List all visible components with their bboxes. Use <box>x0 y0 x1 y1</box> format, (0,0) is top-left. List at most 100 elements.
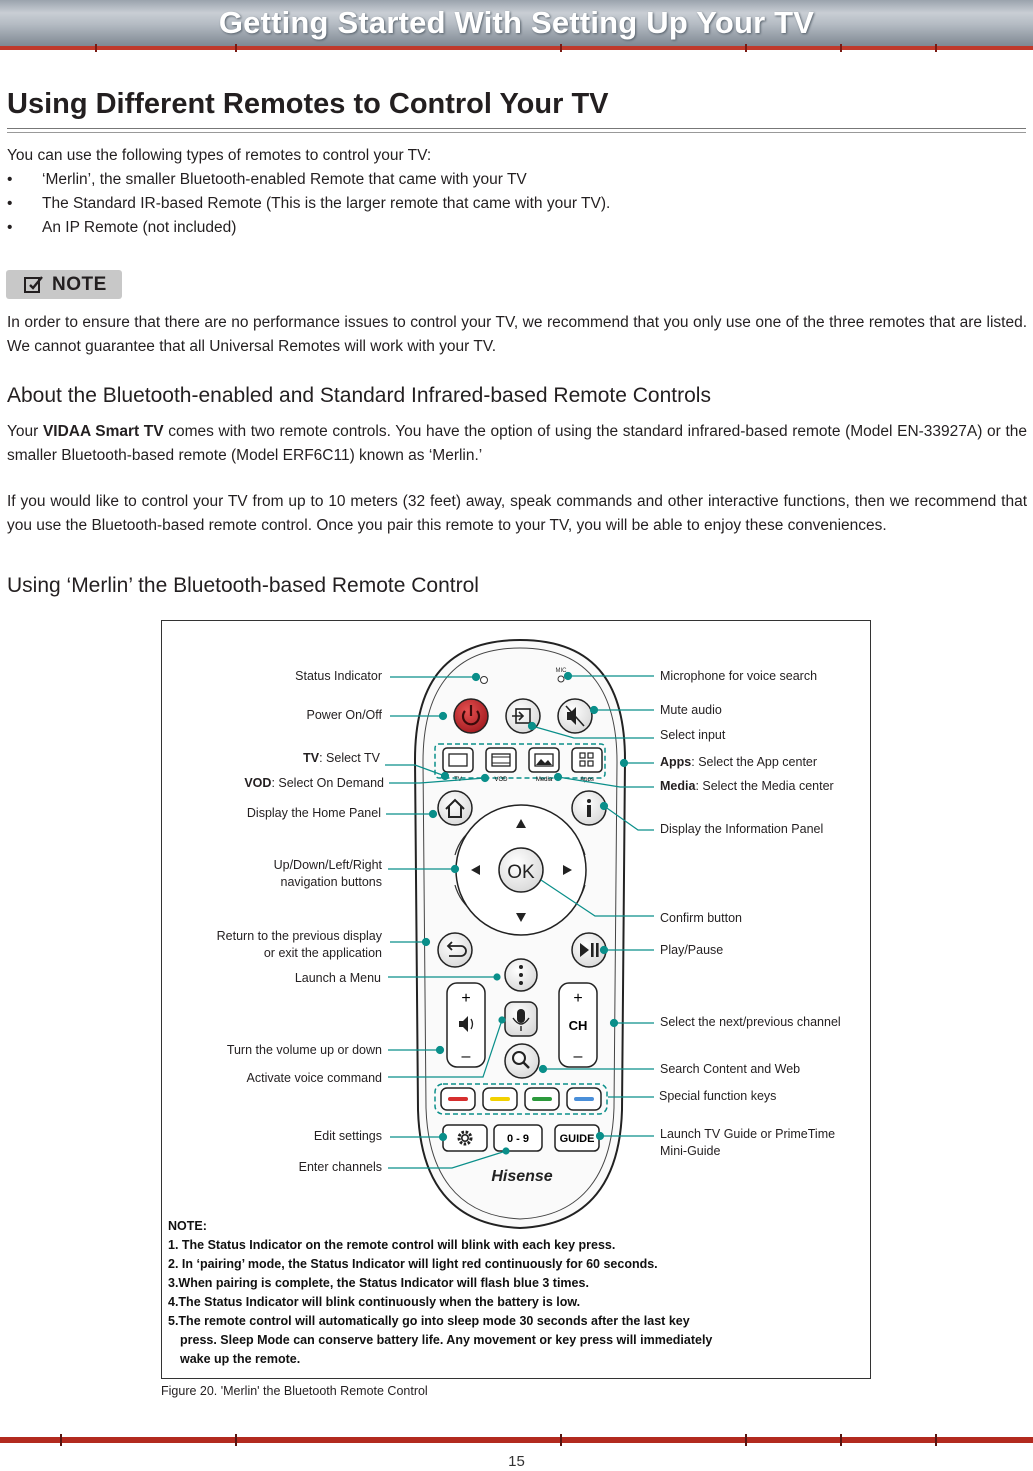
colour-key-red[interactable] <box>440 1087 476 1111</box>
label-status-indicator: Status Indicator <box>295 669 382 683</box>
label-volume: Turn the volume up or down <box>226 1043 382 1057</box>
channel-rocker[interactable]: + CH – <box>558 982 598 1068</box>
label-home: Display the Home Panel <box>246 806 381 820</box>
right-arrow-icon[interactable] <box>563 865 572 875</box>
label-confirm: Confirm button <box>660 911 742 925</box>
channel-down-sign: – <box>574 1048 583 1065</box>
settings-button[interactable] <box>442 1124 488 1152</box>
figure-note-title: NOTE: <box>168 1219 207 1233</box>
remote-figure-frame <box>161 620 871 1379</box>
vod-button[interactable] <box>485 747 517 773</box>
power-icon <box>461 710 481 726</box>
label-return-2: or exit the application <box>263 946 382 960</box>
brand-logo: Hisense <box>491 1168 552 1185</box>
figure-note-item: wake up the remote. <box>180 1352 301 1366</box>
picture-icon <box>534 753 554 767</box>
label-input: Select input <box>660 728 726 742</box>
voice-button[interactable] <box>504 1001 538 1037</box>
label-return-1: Return to the previous display <box>216 929 382 943</box>
label-search: Search Content and Web <box>660 1062 801 1076</box>
about-paragraph-2: If you would like to control your TV fro… <box>7 493 1027 534</box>
mic-label: MIC <box>556 668 568 674</box>
footer-bar <box>0 1437 1033 1443</box>
volume-rocker[interactable]: + – <box>446 982 486 1068</box>
remote-types-list: •‘Merlin’, the smaller Bluetooth-enabled… <box>7 168 610 240</box>
label-enter-channels: Enter channels <box>298 1160 382 1174</box>
label-special-keys: Special function keys <box>659 1089 777 1103</box>
note-label: NOTE <box>52 274 107 295</box>
home-button[interactable] <box>437 790 473 826</box>
colour-key-green[interactable] <box>524 1087 560 1111</box>
vod-key-caption: VOD <box>494 777 508 783</box>
mute-button[interactable] <box>557 698 593 734</box>
return-icon <box>446 941 467 957</box>
label-edit: Edit settings <box>313 1129 382 1143</box>
header-title: Getting Started With Setting Up Your TV <box>218 5 815 40</box>
section-title-rule <box>7 128 1026 129</box>
section-title-rule-2 <box>7 132 1026 133</box>
colour-key-blue[interactable] <box>566 1087 602 1111</box>
label-media: Media: Select the Media center <box>660 779 834 793</box>
label-power: Power On/Off <box>306 708 383 722</box>
figure-note-item: 1. The Status Indicator on the remote co… <box>168 1238 616 1252</box>
label-vod: VOD: Select On Demand <box>244 776 384 790</box>
ok-label: OK <box>507 862 535 883</box>
power-button[interactable] <box>453 698 489 734</box>
microphone-icon <box>512 1009 530 1031</box>
media-key-caption: Media <box>536 777 553 783</box>
digits-button[interactable]: 0 - 9 <box>493 1124 543 1152</box>
figure-note-item: 5.The remote control will automatically … <box>168 1314 690 1328</box>
gear-icon <box>457 1130 473 1146</box>
ok-button[interactable]: OK <box>498 847 544 893</box>
label-microphone: Microphone for voice search <box>660 669 818 683</box>
tv-button[interactable] <box>442 747 474 773</box>
colour-keys <box>440 1087 602 1111</box>
guide-button[interactable]: GUIDE <box>554 1124 600 1152</box>
down-arrow-icon[interactable] <box>516 913 526 922</box>
home-icon <box>445 798 465 818</box>
list-item: •‘Merlin’, the smaller Bluetooth-enabled… <box>7 171 527 188</box>
play-pause-icon <box>580 943 599 957</box>
note-pencil-icon <box>24 276 43 293</box>
up-arrow-icon[interactable] <box>516 819 526 828</box>
about-heading: About the Bluetooth-enabled and Standard… <box>7 384 711 407</box>
search-button[interactable] <box>504 1043 540 1079</box>
media-button[interactable] <box>528 747 560 773</box>
play-pause-button[interactable] <box>571 932 607 968</box>
intro-text: You can use the following types of remot… <box>7 147 432 164</box>
label-play-pause: Play/Pause <box>660 943 724 957</box>
apps-key-caption: Apps <box>580 777 594 783</box>
label-guide-1: Launch TV Guide or PrimeTime <box>660 1127 836 1141</box>
list-item: •The Standard IR-based Remote (This is t… <box>7 195 611 212</box>
about-paragraph-1: Your VIDAA Smart TV comes with two remot… <box>7 423 1027 464</box>
label-nav-1: Up/Down/Left/Right <box>273 858 382 872</box>
menu-button[interactable] <box>504 958 538 992</box>
back-button[interactable] <box>437 932 473 968</box>
list-item: •An IP Remote (not included) <box>7 219 237 236</box>
film-icon <box>491 753 511 767</box>
apps-button[interactable] <box>571 747 603 773</box>
info-icon <box>587 799 591 817</box>
microphone-hole <box>557 675 565 683</box>
figure-notes: NOTE: 1. The Status Indicator on the rem… <box>168 1217 712 1369</box>
channel-label: CH <box>569 1018 588 1033</box>
colour-key-yellow[interactable] <box>482 1087 518 1111</box>
label-channel: Select the next/previous channel <box>660 1015 841 1029</box>
figure-note-item: 2. In ‘pairing’ mode, the Status Indicat… <box>168 1257 658 1271</box>
shortcut-keys-group <box>434 743 606 779</box>
input-source-icon <box>512 708 531 724</box>
note-text: In order to ensure that there are no per… <box>7 314 1027 355</box>
figure-note-item: 3.When pairing is complete, the Status I… <box>168 1276 589 1290</box>
figure-note-item: press. Sleep Mode can conserve battery l… <box>180 1333 713 1347</box>
figure-caption: Figure 20. 'Merlin' the Bluetooth Remote… <box>161 1384 428 1398</box>
guide-label: GUIDE <box>560 1133 595 1145</box>
merlin-heading: Using ‘Merlin’ the Bluetooth-based Remot… <box>7 574 479 597</box>
label-menu: Launch a Menu <box>294 971 381 985</box>
callout-lines <box>385 671 654 1169</box>
note-badge: NOTE <box>6 270 122 299</box>
page-number: 15 <box>508 1453 525 1470</box>
volume-down-sign: – <box>462 1048 471 1065</box>
apps-grid-icon <box>579 752 594 767</box>
left-arrow-icon[interactable] <box>471 865 480 875</box>
